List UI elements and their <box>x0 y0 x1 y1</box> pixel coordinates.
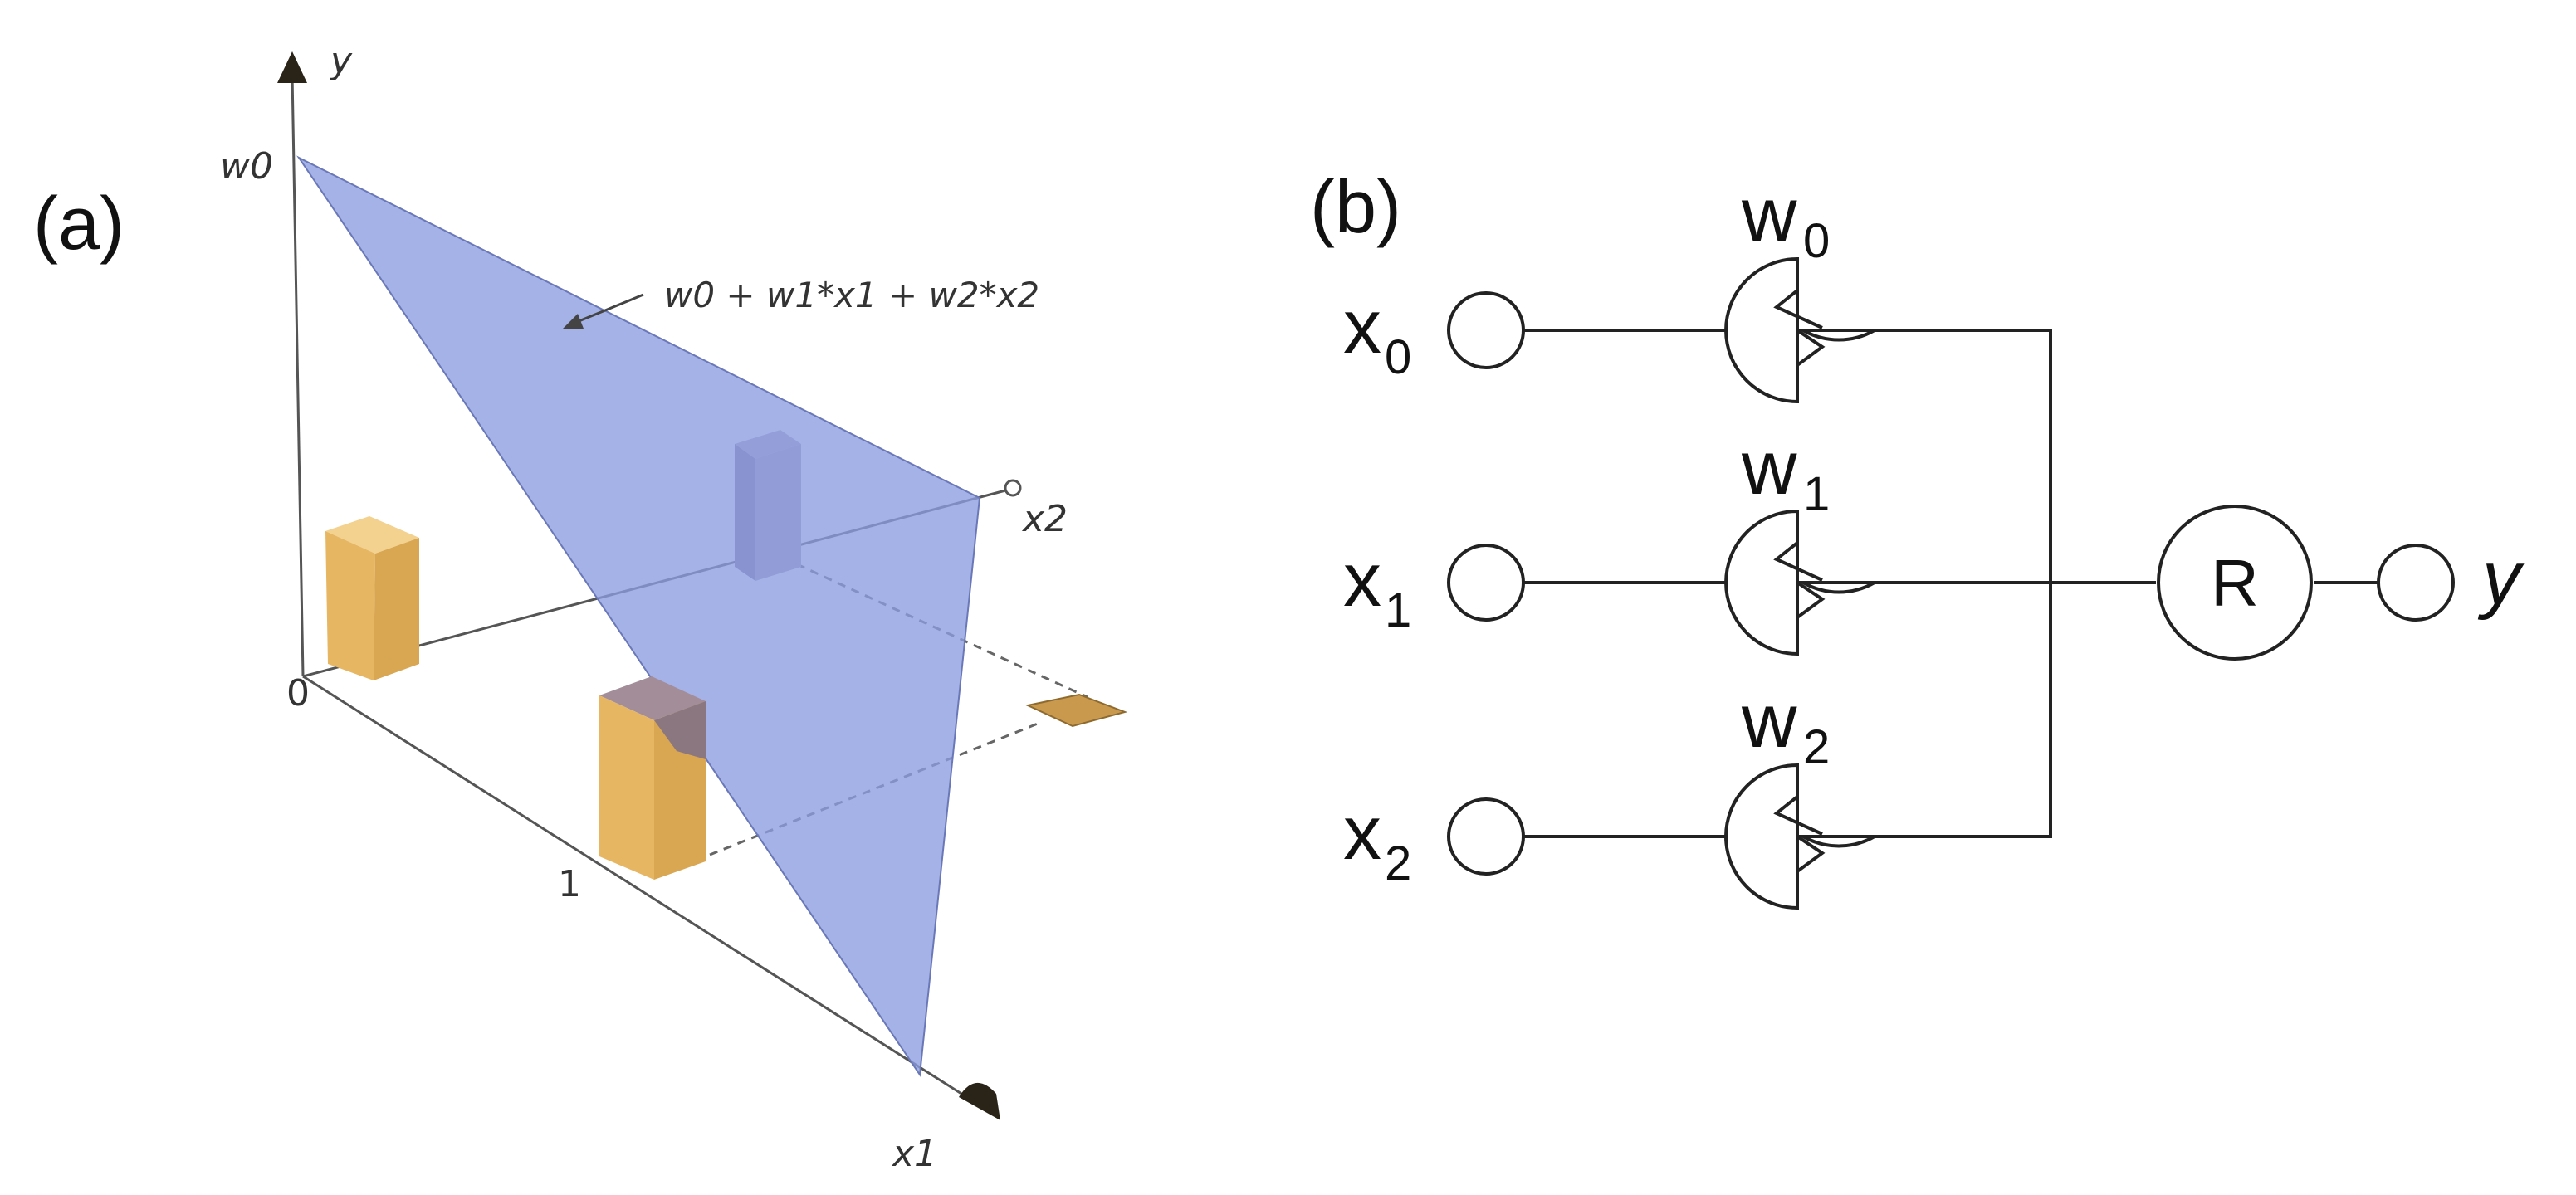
svg-text:0: 0 <box>1385 330 1411 384</box>
sum-node-label: R <box>2211 546 2259 620</box>
svg-text:2: 2 <box>1803 720 1830 774</box>
y-axis-label: y <box>329 40 353 82</box>
svg-text:0: 0 <box>1803 214 1830 268</box>
plane-equation: w0 + w1*x1 + w2*x2 <box>664 275 1039 315</box>
input-label-x2: x 2 <box>1343 791 1411 890</box>
input-node-x0 <box>1447 291 1525 369</box>
synapse-w2 <box>1724 763 1881 910</box>
wire-w2-out <box>1875 583 2052 838</box>
svg-text:x: x <box>1343 791 1381 876</box>
svg-text:x: x <box>1343 538 1381 622</box>
svg-text:x: x <box>1343 285 1381 369</box>
x1-tick-one: 1 <box>558 863 581 905</box>
input-node-x2 <box>1447 797 1525 876</box>
weight-label-w1: w 1 <box>1741 426 1830 521</box>
svg-text:2: 2 <box>1385 836 1411 890</box>
synapse-w0 <box>1724 256 1881 404</box>
x2-axis-label: x2 <box>1021 498 1068 540</box>
equation-pointer <box>572 293 644 325</box>
input-label-x1: x 1 <box>1343 538 1411 637</box>
y-axis-arrow <box>277 51 307 83</box>
synapse-w1 <box>1724 509 1881 656</box>
panel-b: (b) x 0 x 1 x 2 <box>1310 166 2525 910</box>
regression-plane <box>296 155 981 1077</box>
output-node <box>2377 544 2455 622</box>
wire-w0-out <box>1875 329 2052 583</box>
input-label-x0: x 0 <box>1343 285 1411 384</box>
bar-front <box>599 676 706 880</box>
sum-node <box>2157 505 2313 661</box>
y-axis <box>291 74 305 677</box>
bar-origin <box>325 516 419 680</box>
panel-a: (a) <box>33 40 1128 1175</box>
x2-axis-end <box>1004 479 1022 497</box>
x1-axis-arrow <box>959 1082 1000 1120</box>
svg-text:w: w <box>1741 679 1797 763</box>
origin-tick: 0 <box>286 672 310 715</box>
weight-label-w2: w 2 <box>1741 679 1830 774</box>
weight-label-w0: w 0 <box>1741 173 1830 268</box>
svg-text:1: 1 <box>1803 467 1830 521</box>
svg-text:1: 1 <box>1385 583 1411 637</box>
output-label: y <box>2477 536 2525 621</box>
panel-b-label: (b) <box>1310 166 1401 249</box>
svg-text:w: w <box>1741 426 1797 510</box>
input-node-x1 <box>1447 544 1525 622</box>
panel-a-label: (a) <box>33 183 125 266</box>
x1-axis-label: x1 <box>891 1133 937 1175</box>
flat-marker <box>1024 693 1128 728</box>
x1-axis <box>302 675 985 1110</box>
equation-pointer-head <box>563 314 584 329</box>
intercept-label: w0 <box>220 145 273 188</box>
svg-text:w: w <box>1741 173 1797 257</box>
